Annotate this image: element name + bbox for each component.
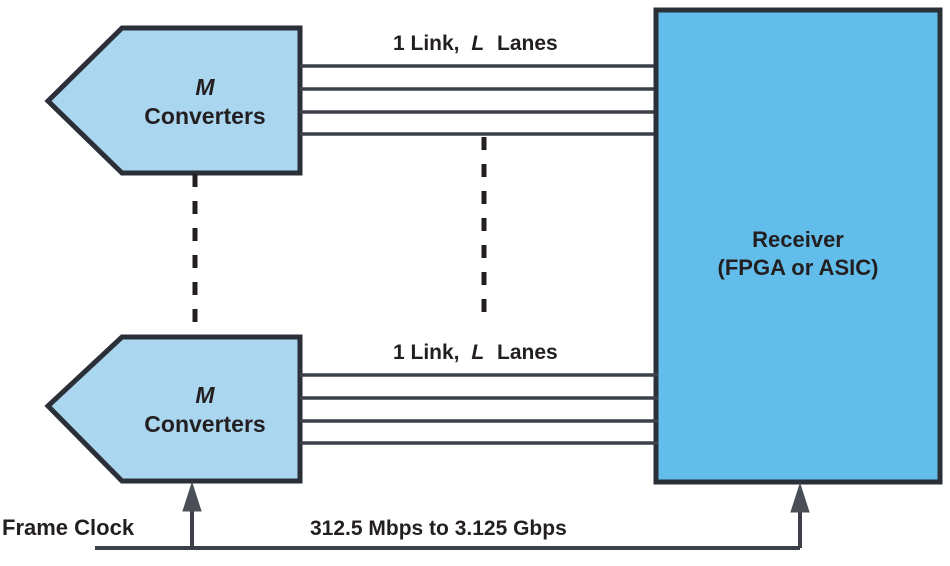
converter-bottom-count-label: M (195, 382, 215, 408)
link-label-bottom-variable: L (471, 341, 484, 364)
link-label-bottom-suffix: Lanes (497, 341, 558, 364)
link-label-top-variable: L (471, 32, 484, 55)
frame-clock-arrow-converter-icon (182, 481, 202, 512)
receiver-title-label: Receiver (752, 227, 844, 252)
frame-clock-label: Frame Clock (2, 515, 135, 540)
frame-clock-arrow-receiver-icon (790, 482, 810, 513)
converter-top-count-label: M (195, 74, 215, 100)
link-lanes-top (300, 64, 658, 136)
link-label-top: 1 Link, L Lanes (393, 32, 558, 55)
link-label-bottom-prefix: 1 Link, (393, 341, 460, 364)
converter-top-name-label: Converters (144, 103, 265, 129)
converter-top-shape[interactable] (44, 25, 303, 176)
link-label-top-suffix: Lanes (497, 32, 558, 55)
data-rate-label: 312.5 Mbps to 3.125 Gbps (310, 517, 567, 540)
link-label-top-prefix: 1 Link, (393, 32, 460, 55)
receiver-shape[interactable] (653, 7, 943, 485)
link-label-bottom: 1 Link, L Lanes (393, 341, 558, 364)
converter-bottom-shape[interactable] (44, 334, 303, 484)
link-lanes-bottom (300, 373, 658, 445)
converter-bottom-name-label: Converters (144, 411, 265, 437)
receiver-subtitle-label: (FPGA or ASIC) (718, 255, 879, 280)
